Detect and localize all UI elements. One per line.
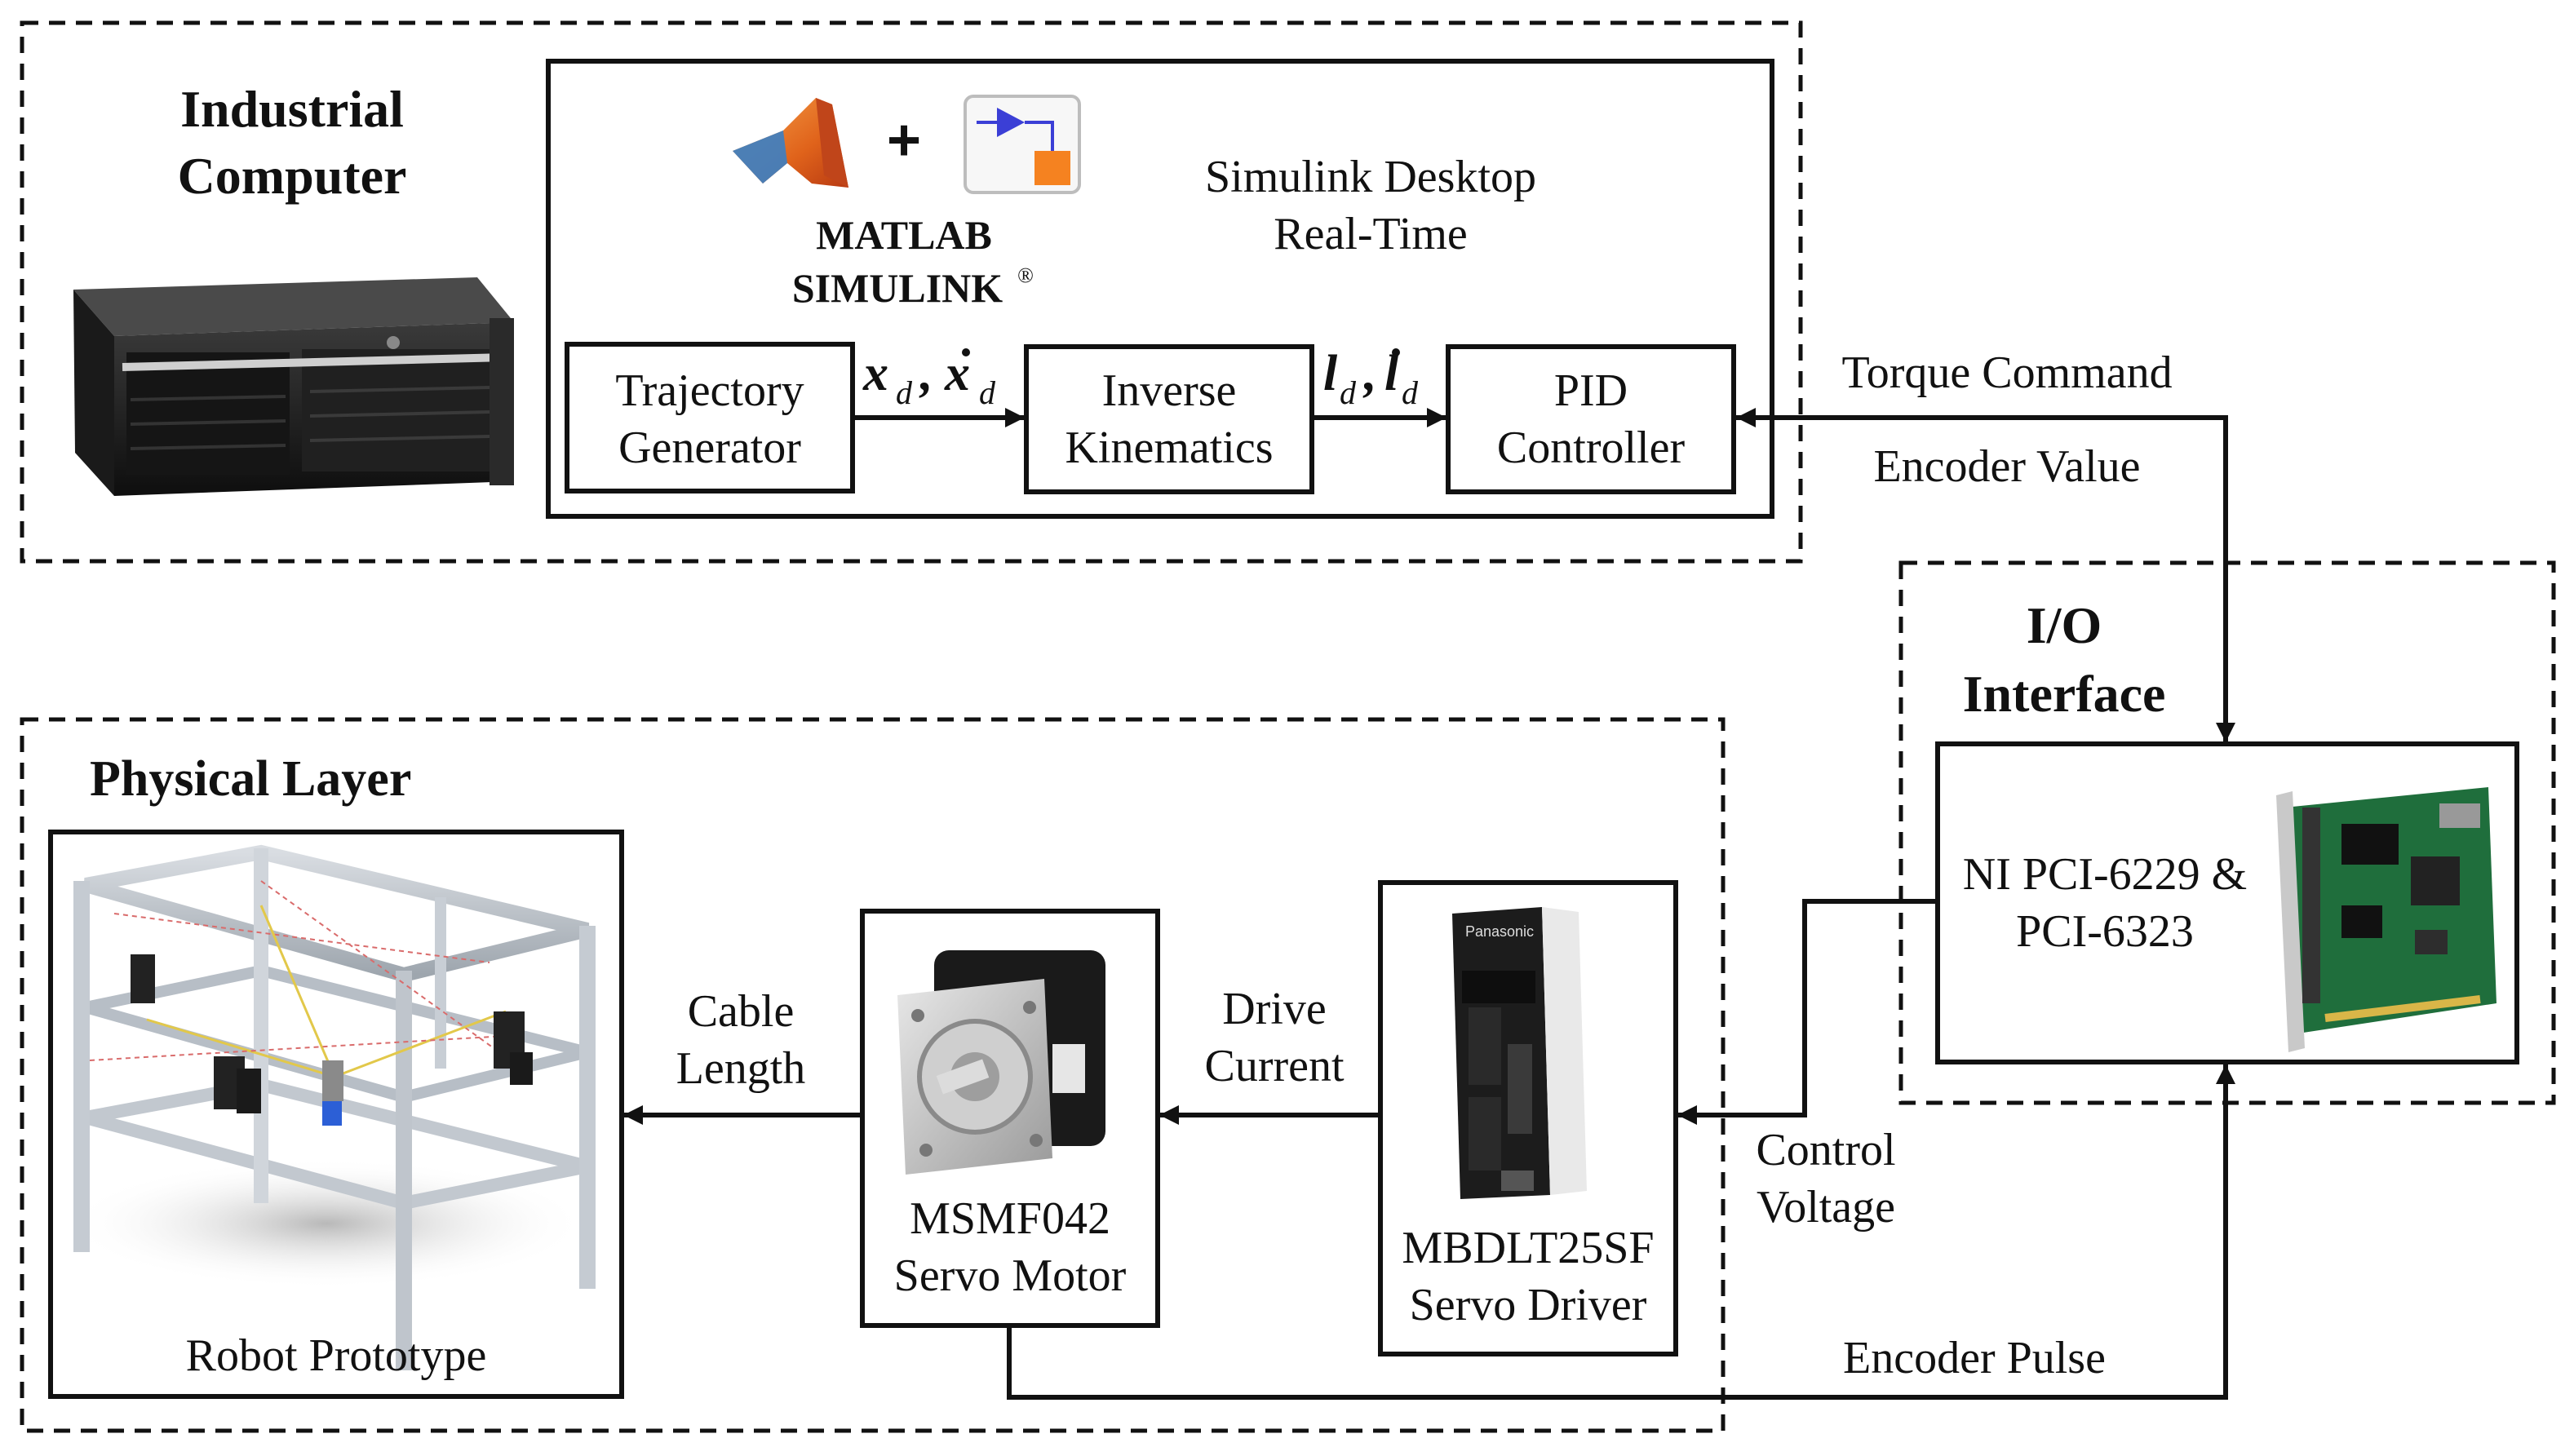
rack-server-icon <box>73 277 514 496</box>
pid-label-line2: Controller <box>1497 423 1686 473</box>
inverse-label-line2: Kinematics <box>1065 423 1273 473</box>
servo-driver-label-line2: Servo Driver <box>1410 1280 1647 1330</box>
sdrt-label-line2: Real-Time <box>1274 209 1467 259</box>
signal-ldot-dot <box>1392 348 1400 356</box>
robot-prototype-render-icon <box>65 844 596 1370</box>
io-card-box <box>1935 741 2519 1064</box>
io-card-label-line2: PCI-6323 <box>2016 906 2194 957</box>
io-card-label-line1: NI PCI-6229 & <box>1963 849 2247 900</box>
signal-x-sub: d <box>896 374 913 411</box>
trajectory-label-line1: Trajectory <box>615 365 804 416</box>
drive-current-label-line1: Drive <box>1222 984 1327 1034</box>
signal-ldot-sub: d <box>1402 374 1419 411</box>
encoder-pulse-label: Encoder Pulse <box>1843 1333 2106 1383</box>
robot-prototype-box <box>48 830 624 1399</box>
robot-prototype-caption: Robot Prototype <box>186 1330 487 1381</box>
inverse-kinematics-block <box>1024 344 1314 494</box>
simulink-label: SIMULINK <box>792 265 1003 311</box>
industrial-computer-title-line1: Industrial <box>180 80 404 138</box>
servo-motor-label-line2: Servo Motor <box>894 1250 1127 1301</box>
trajectory-label-line2: Generator <box>618 423 801 473</box>
matlab-logo-icon <box>733 98 848 188</box>
signal-x-symbol: x <box>862 346 888 401</box>
physical-layer-title: Physical Layer <box>90 751 411 807</box>
matlab-label: MATLAB <box>816 212 992 258</box>
registered-mark: ® <box>1017 263 1034 287</box>
arrow-control-voltage <box>1677 899 1936 1125</box>
sdrt-label-line1: Simulink Desktop <box>1205 152 1536 202</box>
io-title-line2: Interface <box>1963 665 2166 723</box>
drive-current-label-line2: Current <box>1204 1041 1345 1091</box>
cable-length-label-line2: Length <box>676 1043 806 1094</box>
signal-xd-label: x d , x d <box>862 346 996 411</box>
servo-driver-box <box>1378 880 1678 1356</box>
plus-sign: + <box>887 108 921 173</box>
signal-x-comma: , <box>919 346 933 401</box>
signal-xdot-dot <box>962 348 970 356</box>
signal-xdot-sub: d <box>979 374 996 411</box>
software-box <box>546 59 1774 519</box>
torque-command-label: Torque Command <box>1841 347 2172 398</box>
signal-ldot-symbol: l <box>1384 346 1399 401</box>
servo-motor-photo-icon <box>897 950 1105 1175</box>
inverse-label-line1: Inverse <box>1102 365 1237 416</box>
servo-motor-label-line1: MSMF042 <box>910 1193 1110 1244</box>
pid-label-line1: PID <box>1554 365 1628 416</box>
io-title-line1: I/O <box>2027 596 2102 654</box>
arrow-torque-command <box>1734 415 2235 742</box>
simulink-logo-icon <box>964 95 1081 194</box>
signal-l-symbol: l <box>1323 346 1338 401</box>
servo-driver-label-line1: MBDLT25SF <box>1402 1223 1654 1273</box>
industrial-computer-group <box>20 20 1803 564</box>
control-voltage-label-line1: Control <box>1756 1125 1895 1175</box>
cable-length-label-line1: Cable <box>688 986 795 1037</box>
signal-l-comma: , <box>1362 346 1377 401</box>
servo-motor-box <box>860 909 1160 1328</box>
encoder-value-label: Encoder Value <box>1873 441 2140 492</box>
industrial-computer-title-line2: Computer <box>178 147 407 205</box>
control-voltage-label-line2: Voltage <box>1757 1182 1895 1233</box>
physical-layer-group <box>20 717 1726 1433</box>
pci-card-photo-icon <box>2276 787 2496 1052</box>
trajectory-generator-block <box>565 342 855 493</box>
signal-ld-label: l d , l d <box>1323 346 1419 411</box>
servo-driver-photo-icon: Panasonic <box>1452 907 1587 1199</box>
signal-l-sub: d <box>1340 374 1357 411</box>
servo-driver-brand: Panasonic <box>1465 923 1534 940</box>
arrow-encoder-pulse <box>1007 1064 2235 1400</box>
